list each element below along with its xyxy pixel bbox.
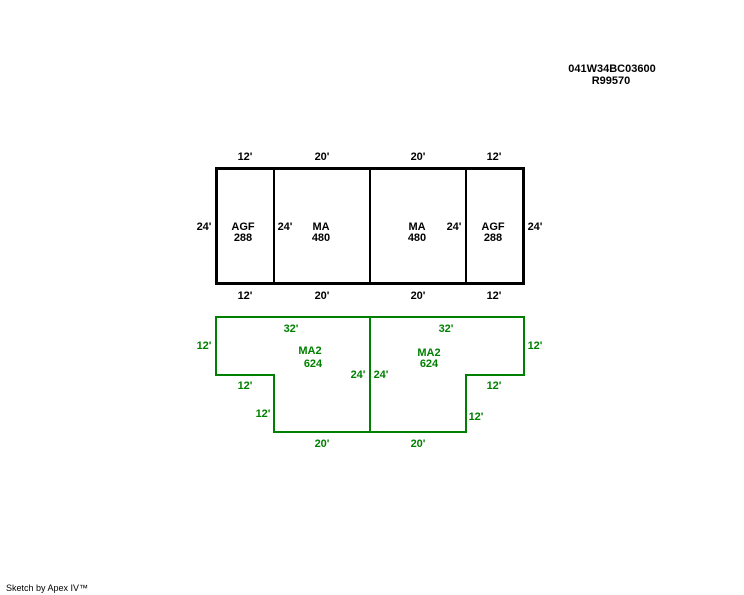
f2-dim-center-left: 24' bbox=[351, 369, 366, 381]
floor2-outline bbox=[215, 316, 525, 433]
area-code-2: MA bbox=[312, 221, 329, 233]
f2-dim-top-left: 32' bbox=[284, 323, 299, 335]
dim-bottom-2: 20' bbox=[315, 290, 330, 302]
f2-area-sqft-1: 624 bbox=[304, 358, 323, 370]
f2-dim-right-step: 12' bbox=[487, 380, 502, 392]
f2-dim-left-side: 12' bbox=[197, 340, 212, 352]
f2-dim-right-drop: 12' bbox=[469, 411, 484, 423]
f2-area-sqft-2: 624 bbox=[420, 358, 439, 370]
f2-dim-bottom-left: 20' bbox=[315, 438, 330, 450]
f2-dim-left-drop: 12' bbox=[256, 408, 271, 420]
dim-top-2: 20' bbox=[315, 151, 330, 163]
parcel-id: 041W34BC03600 bbox=[568, 63, 655, 75]
area-sqft-4: 288 bbox=[484, 232, 502, 244]
f2-dim-bottom-right: 20' bbox=[411, 438, 426, 450]
dim-bottom-4: 12' bbox=[487, 290, 502, 302]
dim-top-3: 20' bbox=[411, 151, 426, 163]
area-sqft-3: 480 bbox=[408, 232, 426, 244]
area-sqft-2: 480 bbox=[312, 232, 330, 244]
f2-dim-left-step: 12' bbox=[238, 380, 253, 392]
f2-area-code-2: MA2 bbox=[417, 347, 440, 359]
dim-top-4: 12' bbox=[487, 151, 502, 163]
f2-dim-center-right: 24' bbox=[374, 369, 389, 381]
area-code-1: AGF bbox=[231, 221, 255, 233]
dim-side-4: 24' bbox=[528, 221, 543, 233]
dim-bottom-1: 12' bbox=[238, 290, 253, 302]
account-number: R99570 bbox=[592, 75, 631, 87]
area-code-3: MA bbox=[408, 221, 425, 233]
sketch-credit: Sketch by Apex IV™ bbox=[6, 583, 89, 593]
f2-dim-right-side: 12' bbox=[528, 340, 543, 352]
f2-dim-top-right: 32' bbox=[439, 323, 454, 335]
area-sqft-1: 288 bbox=[234, 232, 252, 244]
floor1-outline bbox=[215, 167, 525, 285]
dim-side-1: 24' bbox=[197, 221, 212, 233]
dim-side-3: 24' bbox=[447, 221, 462, 233]
dim-bottom-3: 20' bbox=[411, 290, 426, 302]
area-code-4: AGF bbox=[481, 221, 505, 233]
dim-top-1: 12' bbox=[238, 151, 253, 163]
dim-side-2: 24' bbox=[278, 221, 293, 233]
f2-area-code-1: MA2 bbox=[298, 345, 321, 357]
